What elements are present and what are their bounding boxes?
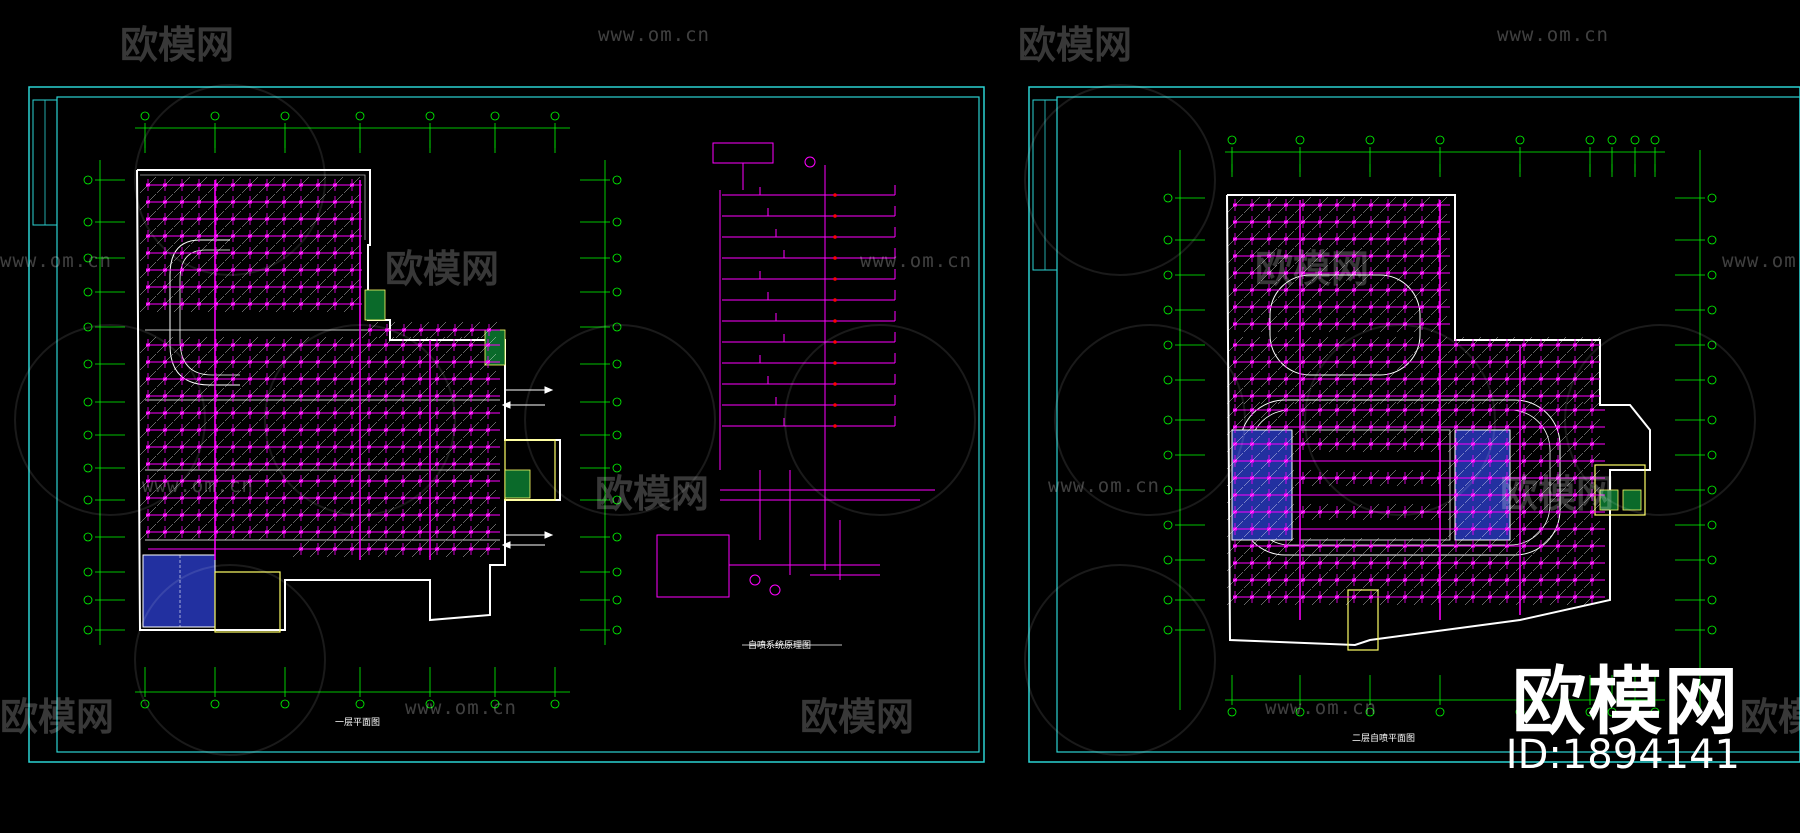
sheet-1-system-title: 自喷系统原理图 <box>748 641 812 651</box>
watermark-url-1: www.om.cn <box>598 24 710 46</box>
watermark-brand-2: 欧模网 <box>1018 23 1133 67</box>
sheet-2-sprinkler-network <box>1226 196 1605 620</box>
brand-logo-text: 欧模网 <box>1512 659 1740 745</box>
watermark-url-4: www.om.cn <box>860 250 972 272</box>
brand-id: ID:1894141 <box>1505 732 1740 778</box>
sheet-1-frame <box>28 86 985 763</box>
watermark-brand-4: 欧模网 <box>1255 247 1370 291</box>
watermark-brand-6: 欧模网 <box>1500 472 1615 516</box>
watermark-brand-8: 欧模网 <box>800 695 915 739</box>
watermark-brand-9: 欧模网 <box>1740 695 1800 739</box>
sheet-2-dimension-grid <box>1163 135 1717 717</box>
sheet-1-plan-title: 一层平面图 <box>335 718 381 728</box>
watermark-brand-7: 欧模网 <box>0 695 115 739</box>
watermark-circles <box>14 84 1756 756</box>
watermark-url-7: www.om.cn <box>1048 475 1160 497</box>
watermark-url-3: www.om.cn <box>0 250 112 272</box>
watermark-brand-3: 欧模网 <box>385 247 500 291</box>
watermark-url-9: www.om.cn <box>1265 697 1377 719</box>
watermark-brand-5: 欧模网 <box>595 472 710 516</box>
watermark-url-5: www.om.cn <box>1722 250 1800 272</box>
sheet-1-system-diagram <box>656 142 935 646</box>
sheet-1-dimension-grid <box>83 111 622 709</box>
sheet-1-sprinkler-network <box>139 176 500 560</box>
watermark-url-8: www.om.cn <box>405 697 517 719</box>
sheet-2-plan-title: 二层自喷平面图 <box>1352 734 1416 744</box>
watermark-url-2: www.om.cn <box>1497 24 1609 46</box>
watermark-brand-1: 欧模网 <box>120 23 235 67</box>
sheet-2-frame <box>1028 86 1800 763</box>
watermark-url-6: www.om.cn <box>142 475 254 497</box>
